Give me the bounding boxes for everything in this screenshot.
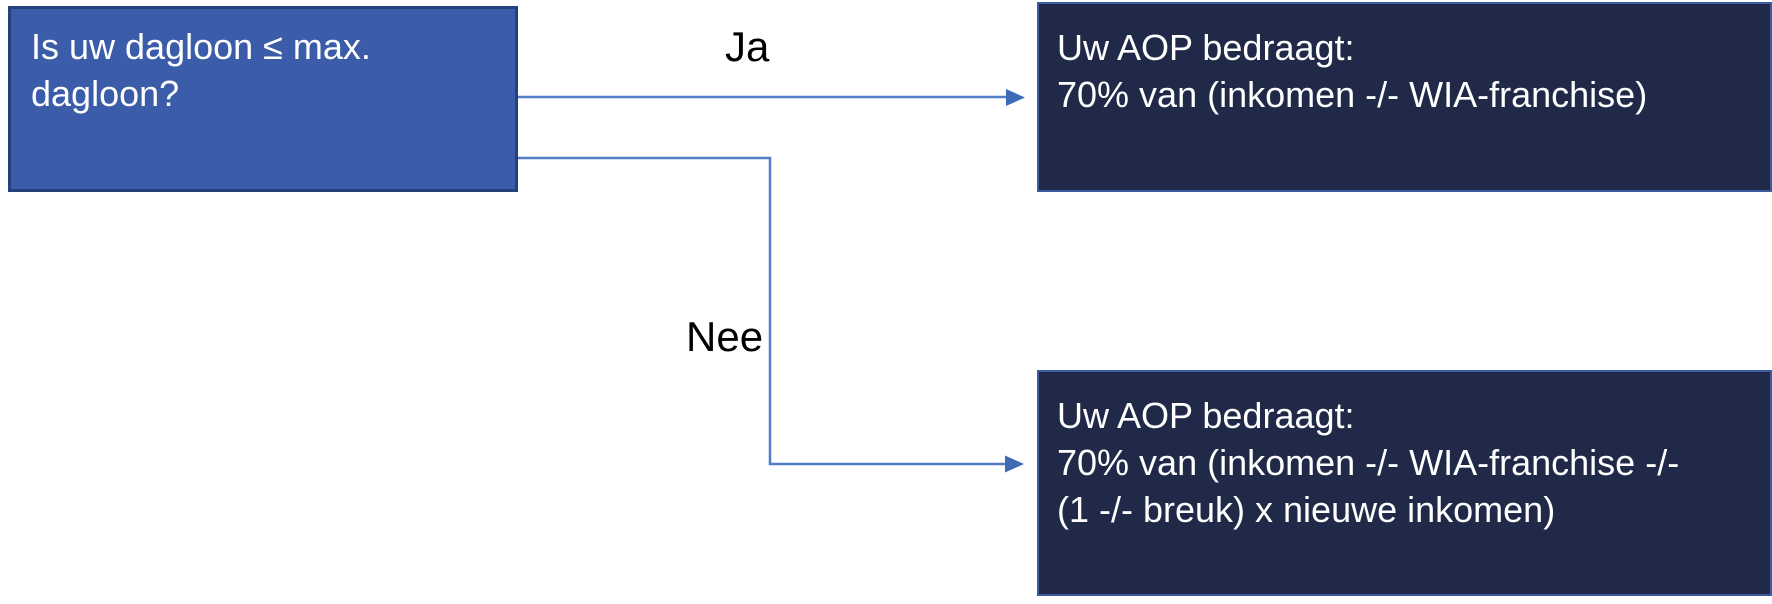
yes-branch-label: Ja [725,23,770,70]
outcome-no-box: Uw AOP bedraagt: 70% van (inkomen -/- WI… [1037,370,1772,596]
decision-text-line1: Is uw dagloon ≤ max. [31,26,371,67]
ja-arrowhead-icon [1006,89,1025,106]
decision-text-line2: dagloon? [31,73,180,114]
nee-arrow-line [518,156,1005,466]
no-branch-label: Nee [686,313,764,360]
outcome-no-text-line2: 70% van (inkomen -/- WIA-franchise -/- [1057,442,1680,483]
decision-box: Is uw dagloon ≤ max. dagloon? [8,6,518,192]
outcome-no-text-line3: (1 -/- breuk) x nieuwe inkomen) [1057,489,1556,530]
outcome-yes-box: Uw AOP bedraagt: 70% van (inkomen -/- WI… [1037,2,1772,192]
outcome-no-text-line1: Uw AOP bedraagt: [1057,395,1355,436]
nee-arrowhead-icon [1005,455,1024,473]
outcome-yes-text-line2: 70% van (inkomen -/- WIA-franchise) [1057,74,1648,115]
outcome-yes-text-line1: Uw AOP bedraagt: [1057,27,1355,68]
